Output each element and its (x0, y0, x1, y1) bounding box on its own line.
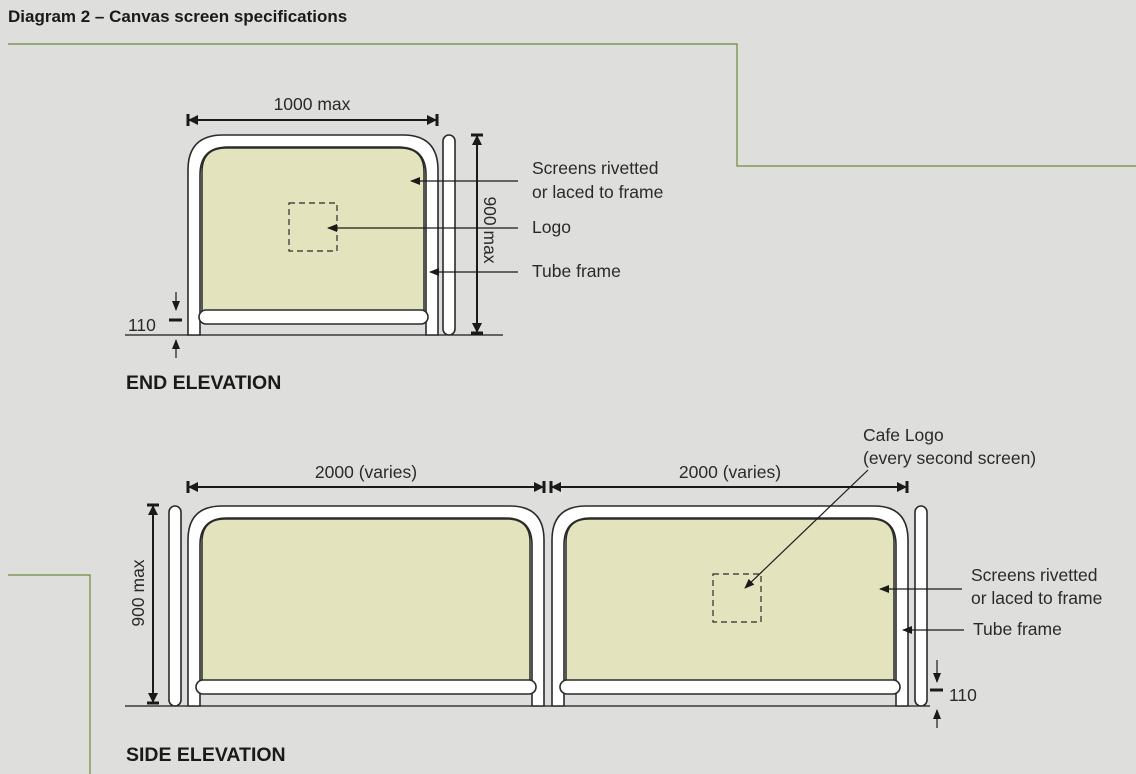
side-cafe-logo-label-line2: (every second screen) (863, 448, 1036, 468)
side-right-canvas-screen (565, 518, 895, 684)
end-height-arrow-bottom (472, 323, 482, 333)
end-logo-box (288, 202, 338, 252)
top-guide-line (8, 43, 1136, 167)
side-cafe-logo-label-line1: Cafe Logo (863, 425, 944, 445)
side-height-arrow-bottom (148, 693, 158, 703)
end-bottom-rail (198, 309, 429, 325)
side-left-canvas-screen (201, 518, 531, 684)
end-side-post (442, 134, 456, 336)
end-clearance-label: 110 (128, 315, 156, 335)
side-elevation-heading: SIDE ELEVATION (126, 744, 286, 766)
side-width-label-right: 2000 (varies) (679, 462, 781, 482)
diagram-title: Diagram 2 – Canvas screen specifications (8, 7, 347, 26)
side-post-left (168, 505, 182, 707)
end-elevation-heading: END ELEVATION (126, 372, 281, 394)
side-elevation: 2000 (varies) 2000 (varies) 900 max 110 … (125, 425, 1102, 766)
side-post-right (914, 505, 928, 707)
side-height-label: 900 max (128, 559, 148, 626)
side-width-label-left: 2000 (varies) (315, 462, 417, 482)
end-elevation: 1000 max 900 max 110 Screens rivetted or… (125, 94, 663, 394)
side-cafe-logo-leader (744, 469, 869, 589)
end-canvas-screen (201, 147, 425, 313)
side-tube-label: Tube frame (973, 619, 1062, 639)
end-screens-label-line2: or laced to frame (532, 182, 663, 202)
side-width-arrow-4 (897, 482, 907, 492)
side-screens-label-line2: or laced to frame (971, 588, 1102, 608)
end-width-label: 1000 max (274, 94, 351, 114)
side-logo-box (712, 573, 762, 623)
bottom-guide-line (8, 574, 91, 774)
end-height-arrow-top (472, 135, 482, 145)
side-screens-label-line1: Screens rivetted (971, 565, 1097, 585)
end-logo-label: Logo (532, 217, 571, 237)
side-height-arrow-top (148, 505, 158, 515)
end-tube-label: Tube frame (532, 261, 621, 281)
side-width-arrow-1 (188, 482, 198, 492)
side-left-bottom-rail (195, 679, 537, 695)
end-screens-label-line1: Screens rivetted (532, 158, 658, 178)
end-width-arrow-left (188, 115, 198, 125)
end-width-arrow-right (427, 115, 437, 125)
side-right-bottom-rail (559, 679, 901, 695)
side-clearance-label: 110 (949, 685, 977, 705)
side-width-arrow-2 (534, 482, 544, 492)
end-height-label: 900 max (480, 196, 500, 263)
side-width-arrow-3 (551, 482, 561, 492)
